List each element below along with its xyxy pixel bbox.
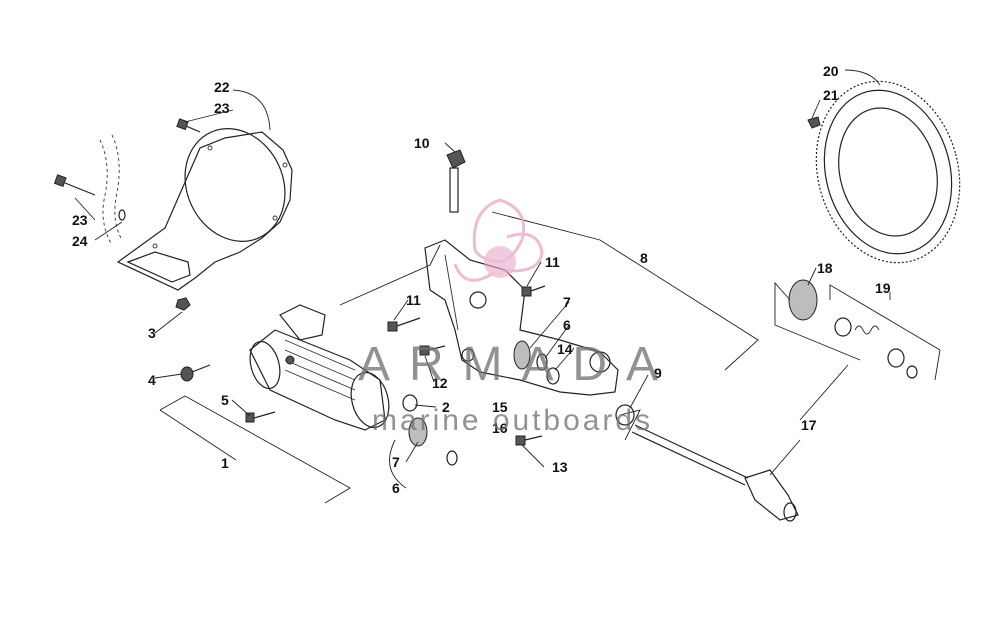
bolt-11-left [387,317,421,332]
watermark-logo [453,198,544,282]
callout-7-upper: 7 [563,294,571,310]
cover-plate [116,128,293,291]
ring-gear [815,80,961,264]
callout-24: 24 [72,233,88,249]
callout-14: 14 [557,341,573,357]
screw-4 [180,364,211,382]
callout-8: 8 [640,250,648,266]
starter-motor [249,304,390,431]
callout-11-right: 11 [545,254,560,270]
callout-23-left: 23 [72,212,88,228]
callout-3: 3 [148,325,156,341]
callout-6-lower: 6 [392,480,400,496]
bushing-2 [402,394,418,412]
callout-9: 9 [654,365,662,381]
callout-23-upper: 23 [214,100,230,116]
watermark-tagline: marine outboards [372,404,650,437]
washer-14 [546,367,560,385]
callout-12: 12 [432,375,448,391]
watermark-logo-petal [472,198,526,264]
callout-labels: 1 2 3 4 5 6 6 7 7 8 9 10 11 11 12 13 14 … [72,63,891,496]
callout-2: 2 [442,399,450,415]
spring-set-19 [834,317,918,379]
callout-20: 20 [823,63,839,79]
callout-19: 19 [875,280,891,296]
pinion-18 [788,279,818,321]
watermark-logo-petal [499,232,544,273]
bolt-5 [245,411,276,423]
bolt-23-left [53,174,96,196]
callout-17: 17 [801,417,817,433]
leader-lines [74,69,941,504]
callout-1: 1 [221,455,229,471]
gear-7-lower [408,417,428,447]
clip-6-upper [536,353,548,371]
callout-4: 4 [148,372,156,388]
callout-6-upper: 6 [563,317,571,333]
callout-11-left: 11 [406,292,421,308]
watermark-logo-petal [453,263,496,282]
callout-16: 16 [492,420,508,436]
clip-6-lower [446,450,458,466]
callout-5: 5 [221,392,229,408]
callout-15: 15 [492,399,508,415]
nut-3 [175,297,191,311]
callout-10: 10 [414,135,430,151]
gear-7-upper [513,340,531,370]
washer-24 [118,209,126,221]
bolt-13 [515,435,543,446]
callout-7-lower: 7 [392,454,400,470]
callout-22: 22 [214,79,230,95]
bolt-12 [419,345,446,356]
callout-21: 21 [823,87,839,103]
callout-13: 13 [552,459,568,475]
screw-21 [807,116,821,129]
bushing-9 [615,404,635,426]
callout-18: 18 [817,260,833,276]
bolt-10 [446,149,466,213]
drive-shaft [631,424,799,522]
bolt-11-right [521,285,546,297]
